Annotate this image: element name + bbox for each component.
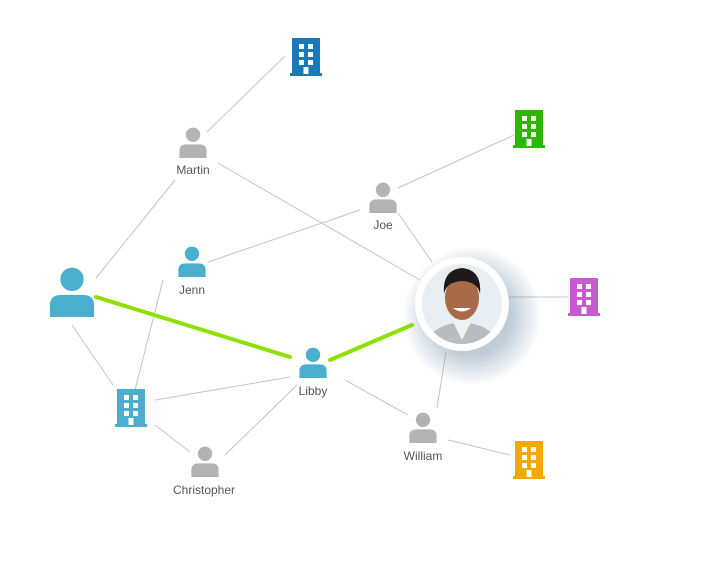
node-label-jenn: Jenn (179, 283, 205, 297)
person-icon[interactable] (179, 127, 207, 158)
profile-photo-node[interactable] (402, 246, 542, 386)
person-icon[interactable] (409, 412, 437, 443)
person-icon[interactable] (49, 267, 95, 317)
node-label-william: William (404, 449, 443, 463)
node-label-libby: Libby (299, 384, 328, 398)
highlight-edge (328, 323, 414, 362)
building-icon[interactable] (568, 278, 600, 316)
person-icon[interactable] (191, 446, 219, 477)
highlight-edge (94, 295, 292, 359)
node-label-joe: Joe (373, 218, 393, 232)
person-icon[interactable] (299, 347, 327, 378)
node-label-martin: Martin (176, 163, 209, 177)
edges (71, 55, 568, 456)
building-icon[interactable] (290, 38, 322, 76)
building-icon[interactable] (115, 389, 147, 427)
building-icon[interactable] (513, 441, 545, 479)
node-label-christopher: Christopher (173, 483, 235, 497)
person-icon[interactable] (369, 182, 397, 213)
person-icon[interactable] (178, 246, 206, 277)
building-icon[interactable] (513, 110, 545, 148)
